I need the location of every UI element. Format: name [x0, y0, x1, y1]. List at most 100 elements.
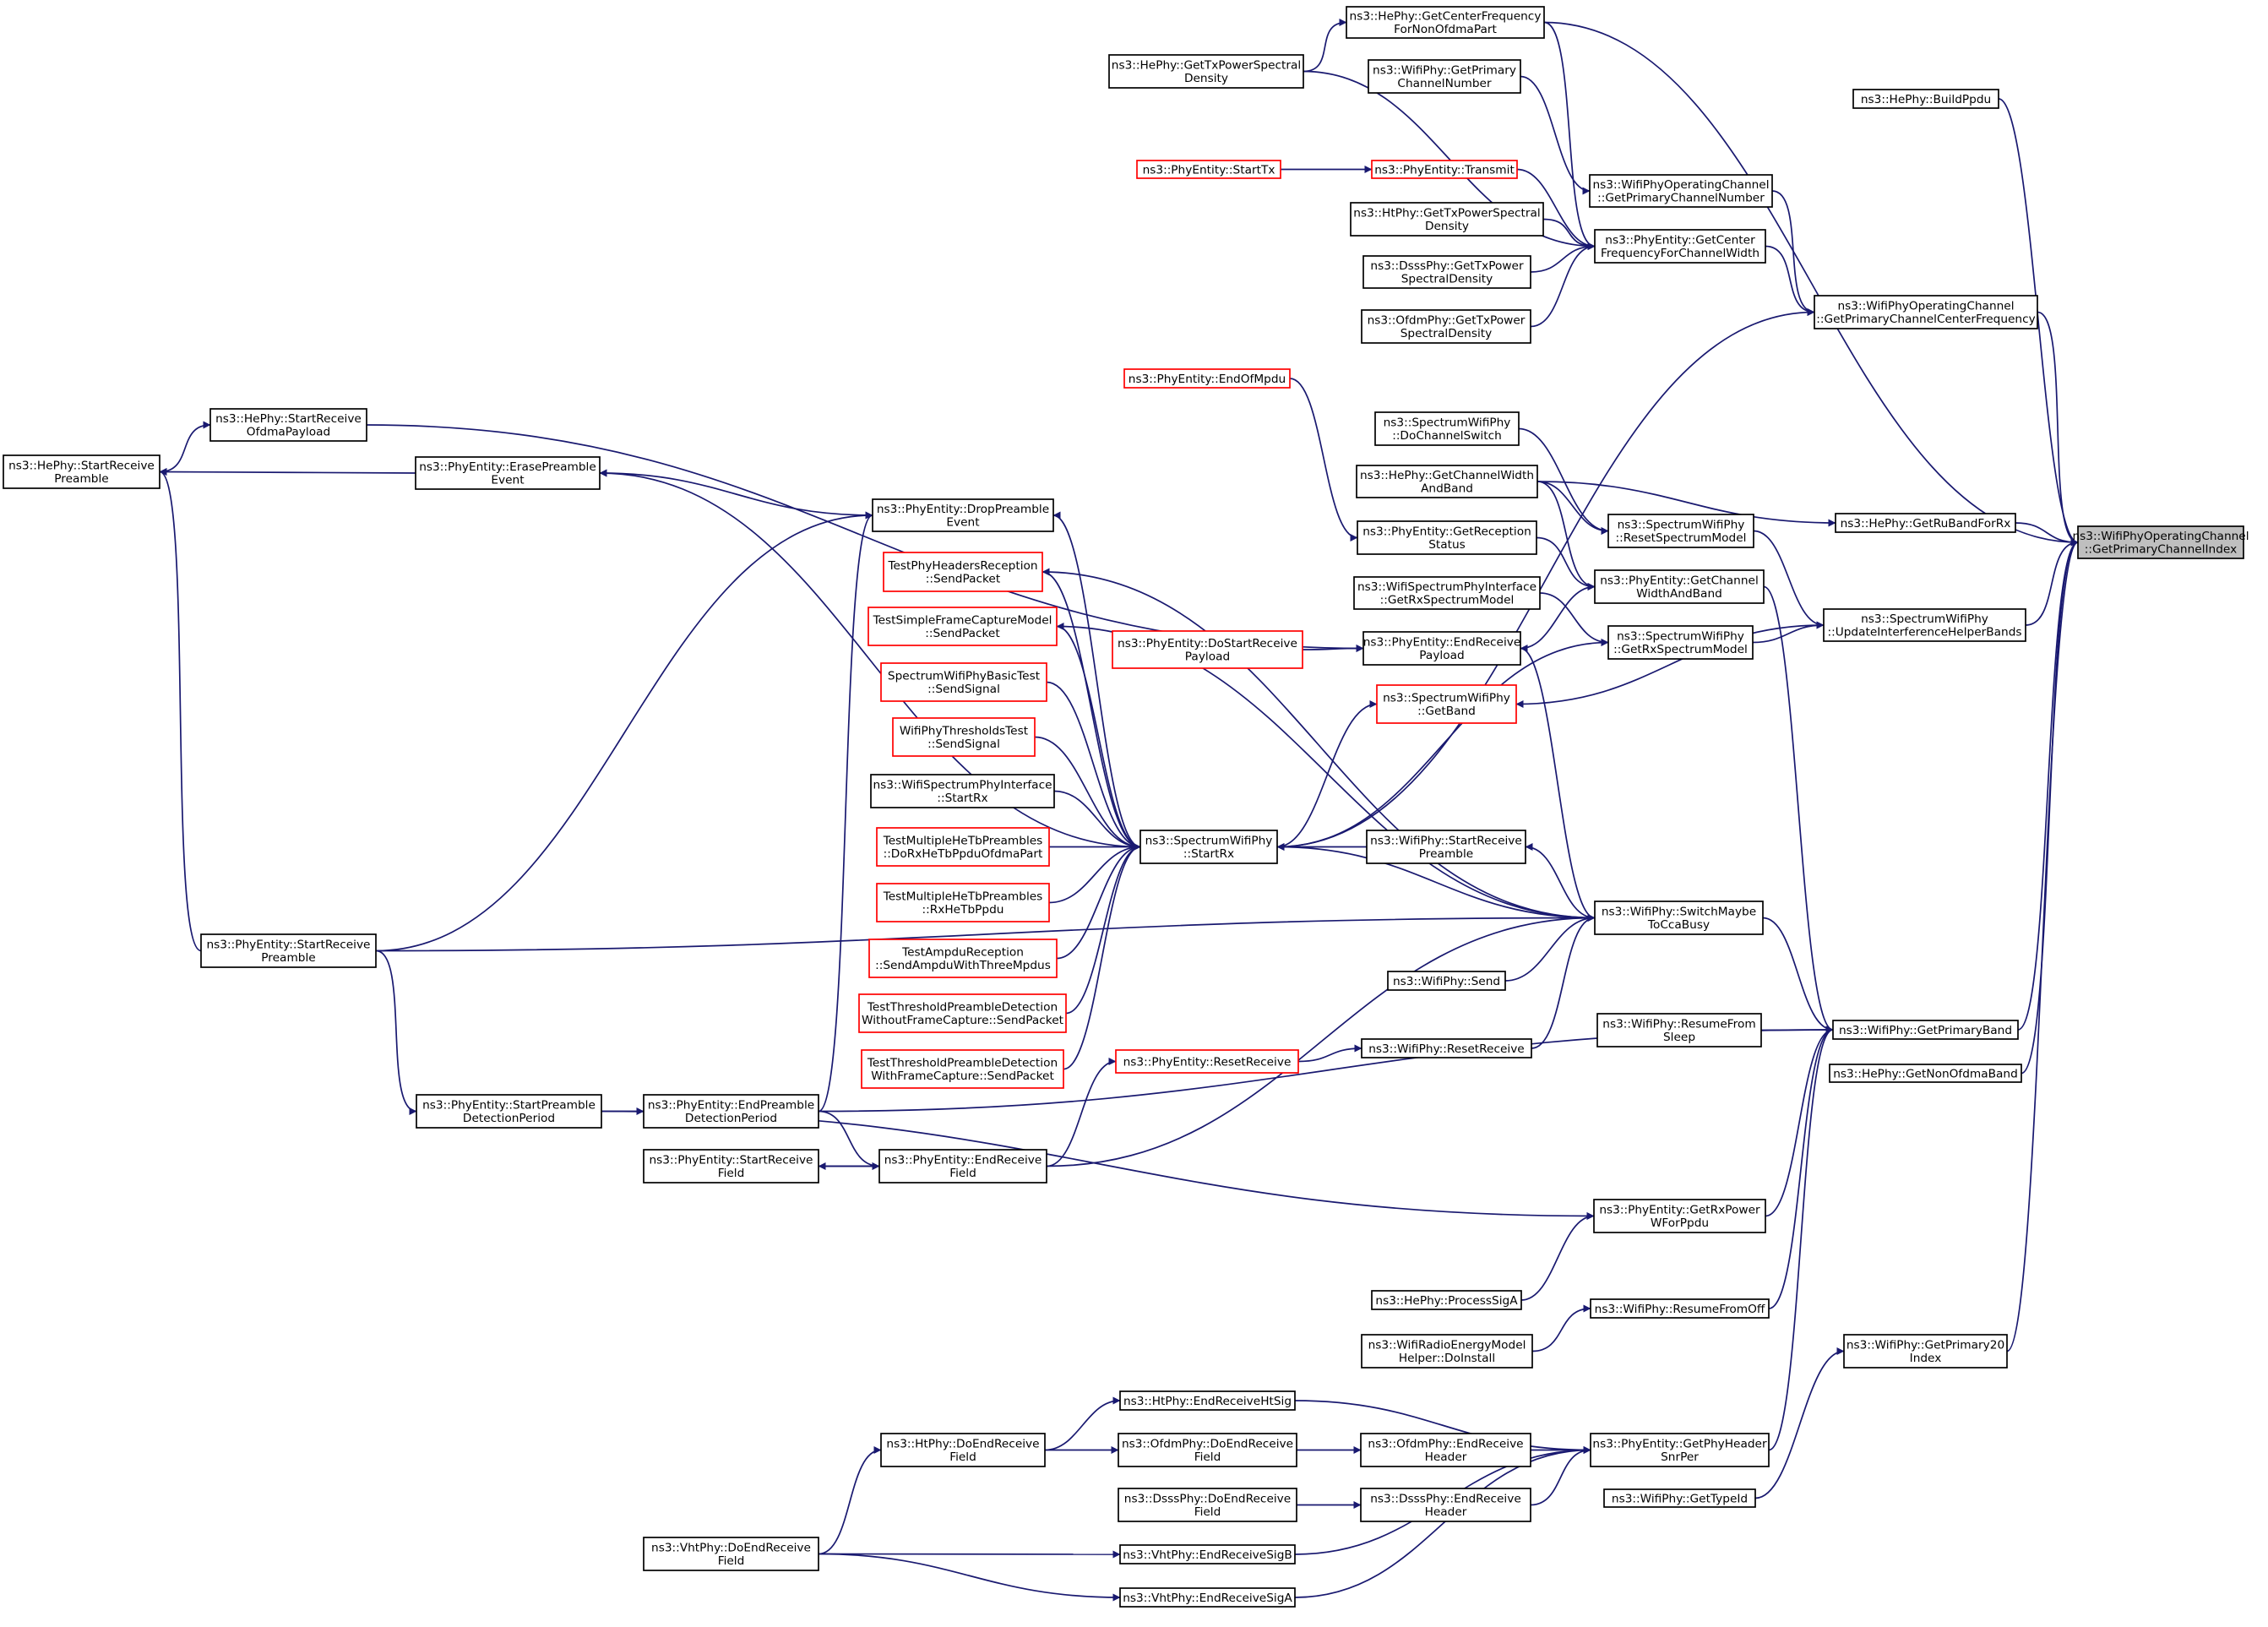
edge-switch-maybe-to-cca-busy-to-test-phy-headers — [1042, 568, 1596, 919]
node-he-process-sig-a[interactable]: ns3::HePhy::ProcessSigA — [1371, 1290, 1522, 1310]
node-get-type-id[interactable]: ns3::WifiPhy::GetTypeId — [1603, 1488, 1756, 1508]
node-build-ppdu[interactable]: ns3::HePhy::BuildPpdu — [1852, 89, 1999, 109]
node-wspi-start-rx[interactable]: ns3::WifiSpectrumPhyInterface::StartRx — [870, 774, 1055, 808]
node-label-line: WithFrameCapture::SendPacket — [871, 1069, 1054, 1083]
node-label-line: ns3::DsssPhy::DoEndReceive — [1124, 1493, 1291, 1506]
node-test-ampdu[interactable]: TestAmpduReception::SendAmpduWithThreeMp… — [868, 939, 1058, 978]
node-swp-basic-test[interactable]: SpectrumWifiPhyBasicTest::SendSignal — [880, 662, 1047, 702]
node-center-freq-non-ofdma[interactable]: ns3::HePhy::GetCenterFrequencyForNonOfdm… — [1346, 6, 1545, 39]
edge-line — [1042, 568, 1596, 919]
node-test-threshold-with[interactable]: TestThresholdPreambleDetectionWithFrameC… — [861, 1049, 1064, 1089]
node-vht-end-rx-sig-b[interactable]: ns3::VhtPhy::EndReceiveSigB — [1119, 1544, 1296, 1564]
edge-line — [1531, 914, 1596, 1049]
node-end-preamble-det-period[interactable]: ns3::PhyEntity::EndPreambleDetectionPeri… — [643, 1094, 819, 1129]
node-test-multi-ofdma[interactable]: TestMultipleHeTbPreambles::DoRxHeTbPpduO… — [876, 827, 1050, 867]
node-test-simple-frame-capture[interactable]: TestSimpleFrameCaptureModel::SendPacket — [867, 607, 1058, 646]
node-energy-do-install[interactable]: ns3::WifiRadioEnergyModelHelper::DoInsta… — [1361, 1334, 1533, 1369]
node-start-preamble-det-period[interactable]: ns3::PhyEntity::StartPreambleDetectionPe… — [416, 1094, 602, 1129]
node-box — [643, 1537, 819, 1571]
edge-switch-maybe-to-cca-busy-to-swp-start-rx — [1276, 843, 1596, 919]
edge-line — [1303, 70, 1596, 250]
node-do-channel-switch[interactable]: ns3::SpectrumWifiPhy::DoChannelSwitch — [1374, 411, 1520, 446]
edge-line — [1276, 700, 1378, 848]
node-label-line: ns3::SpectrumWifiPhy — [1617, 630, 1744, 644]
edge-line — [1294, 1446, 1591, 1598]
edge-do-channel-switch-to-reset-spectrum-model — [1518, 427, 1609, 535]
edge-ofdm-get-tx-psd-to-get-center-freq-for-cw — [1530, 242, 1596, 328]
edge-end-preamble-det-period-to-drop-preamble-event — [818, 511, 873, 1113]
node-label-line: DetectionPeriod — [463, 1112, 555, 1125]
node-he-get-non-ofdma-band[interactable]: ns3::HePhy::GetNonOfdmaBand — [1829, 1064, 2022, 1083]
node-reset-spectrum-model[interactable]: ns3::SpectrumWifiPhy::ResetSpectrumModel — [1607, 514, 1754, 548]
node-op-ch-get-primary-center-freq[interactable]: ns3::WifiPhyOperatingChannel::GetPrimary… — [1814, 295, 2038, 329]
node-get-center-freq-for-cw[interactable]: ns3::PhyEntity::GetCenterFrequencyForCha… — [1594, 229, 1766, 264]
node-box — [1594, 901, 1764, 935]
edge-line — [2015, 522, 2079, 547]
node-swp-get-band[interactable]: ns3::SpectrumWifiPhy::GetBand — [1376, 684, 1517, 724]
node-wifi-reset-receive[interactable]: ns3::WifiPhy::ResetReceive — [1361, 1038, 1532, 1058]
node-start-tx[interactable]: ns3::PhyEntity::StartTx — [1136, 160, 1281, 179]
node-box — [1119, 1390, 1296, 1411]
node-label-line: Index — [1910, 1352, 1942, 1365]
node-swp-get-rx-sm[interactable]: ns3::SpectrumWifiPhy::GetRxSpectrumModel — [1607, 625, 1754, 660]
node-get-primary-band[interactable]: ns3::WifiPhy::GetPrimaryBand — [1832, 1020, 2019, 1040]
edge-switch-maybe-to-cca-busy-to-end-rx-payload — [1520, 645, 1596, 919]
node-vht-end-rx-sig-a[interactable]: ns3::VhtPhy::EndReceiveSigA — [1119, 1587, 1296, 1608]
edge-line — [1771, 190, 1815, 316]
node-wifi-phy-get-primary-ch-num[interactable]: ns3::WifiPhy::GetPrimaryChannelNumber — [1368, 59, 1521, 94]
node-wspi-get-rx-sm[interactable]: ns3::WifiSpectrumPhyInterface::GetRxSpec… — [1353, 576, 1541, 610]
node-phy-reset-receive[interactable]: ns3::PhyEntity::ResetReceive — [1115, 1049, 1299, 1074]
node-ht-end-rx-ht-sig[interactable]: ns3::HtPhy::EndReceiveHtSig — [1119, 1390, 1296, 1411]
node-label-line: ns3::PhyEntity::GetReception — [1362, 525, 1531, 539]
edge-wifi-send-to-switch-maybe-to-cca-busy — [1504, 914, 1596, 982]
edge-line — [1056, 625, 1141, 851]
node-test-multi-rx-he-tb[interactable]: TestMultipleHeTbPreambles::RxHeTbPpdu — [876, 883, 1050, 922]
edge-dsss-get-tx-psd-to-get-center-freq-for-cw — [1530, 242, 1596, 273]
node-resume-from-off[interactable]: ns3::WifiPhy::ResumeFromOff — [1590, 1298, 1770, 1319]
node-end-of-mpdu[interactable]: ns3::PhyEntity::EndOfMpdu — [1123, 368, 1291, 389]
node-swp-start-rx[interactable]: ns3::SpectrumWifiPhy::StartRx — [1139, 830, 1278, 864]
node-label-line: ns3::HtPhy::DoEndReceive — [886, 1438, 1039, 1451]
node-box — [1357, 520, 1537, 555]
node-label-line: OfdmaPayload — [247, 426, 330, 439]
node-transmit[interactable]: ns3::PhyEntity::Transmit — [1371, 160, 1518, 179]
edge-switch-maybe-to-cca-busy-to-wifi-start-rx-preamble — [1525, 843, 1596, 919]
node-root[interactable]: ns3::WifiPhyOperatingChannel::GetPrimary… — [2072, 525, 2249, 559]
node-update-ih-bands[interactable]: ns3::SpectrumWifiPhy::UpdateInterference… — [1823, 608, 2026, 642]
node-thresholds-test[interactable]: WifiPhyThresholdsTest::SendSignal — [892, 717, 1036, 757]
node-get-ru-band-for-rx[interactable]: ns3::HePhy::GetRuBandForRx — [1835, 513, 2016, 533]
node-test-threshold-without[interactable]: TestThresholdPreambleDetectionWithoutFra… — [858, 993, 1067, 1033]
node-wifi-send[interactable]: ns3::WifiPhy::Send — [1387, 971, 1506, 991]
node-test-phy-headers[interactable]: TestPhyHeadersReception::SendPacket — [883, 552, 1043, 592]
node-box — [1361, 1038, 1532, 1058]
node-op-ch-get-primary-ch-num[interactable]: ns3::WifiPhyOperatingChannel::GetPrimary… — [1589, 174, 1773, 208]
